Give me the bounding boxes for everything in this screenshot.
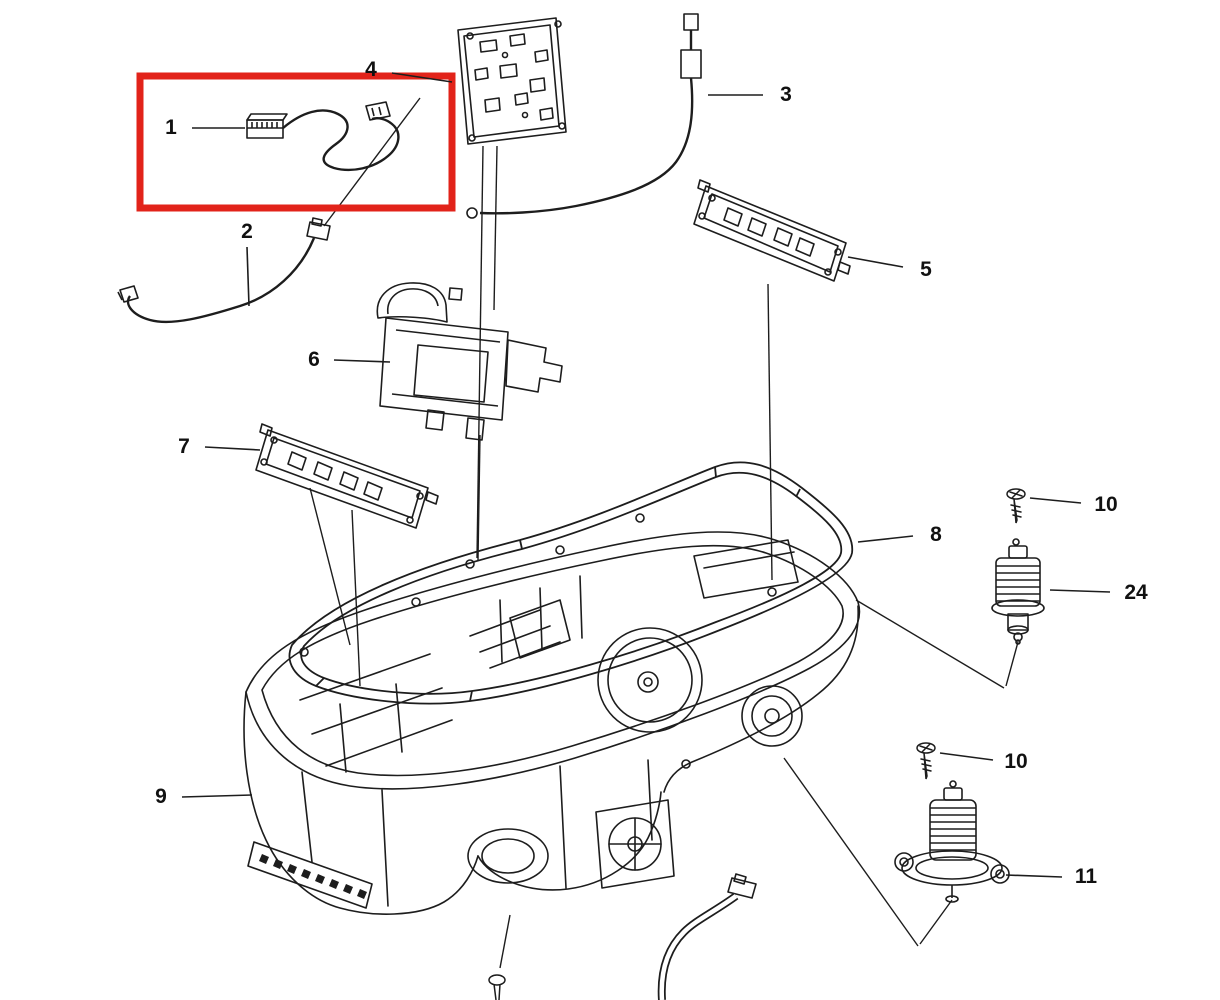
- leader-line-10b: [939, 752, 994, 761]
- part-11-motor-assembly: [894, 780, 1010, 903]
- leader-line-2: [246, 246, 250, 307]
- part-7-pcb: [255, 423, 439, 529]
- leader-line-11: [1005, 874, 1063, 878]
- leader-line-4: [391, 72, 453, 83]
- bottom-screw: [488, 974, 506, 1000]
- leader-line-5: [847, 256, 904, 268]
- leader-line-7: [204, 446, 261, 451]
- leader-line-10a: [1029, 497, 1082, 504]
- part-24-motor: [991, 538, 1045, 645]
- leader-line-9: [181, 794, 253, 798]
- part-1-cable: [246, 101, 400, 172]
- part-3-cable: [466, 13, 702, 219]
- part-10-screw-upper: [1006, 488, 1026, 524]
- assembly-lines: [309, 97, 1019, 969]
- leader-line-6: [333, 359, 391, 363]
- leader-line-8: [857, 535, 914, 543]
- part-4-pcb: [457, 17, 567, 145]
- part-8-gasket: [288, 461, 854, 705]
- part-6-bracket: [376, 282, 563, 441]
- part-9-chassis: [243, 513, 861, 915]
- part-5-pcb: [693, 179, 851, 282]
- part-2-cable: [117, 217, 331, 324]
- leader-line-24: [1049, 589, 1111, 593]
- leader-lines: [181, 72, 1111, 878]
- highlight-box: [136, 72, 456, 212]
- bottom-cable: [657, 873, 757, 1000]
- part-10-screw-lower: [916, 742, 936, 780]
